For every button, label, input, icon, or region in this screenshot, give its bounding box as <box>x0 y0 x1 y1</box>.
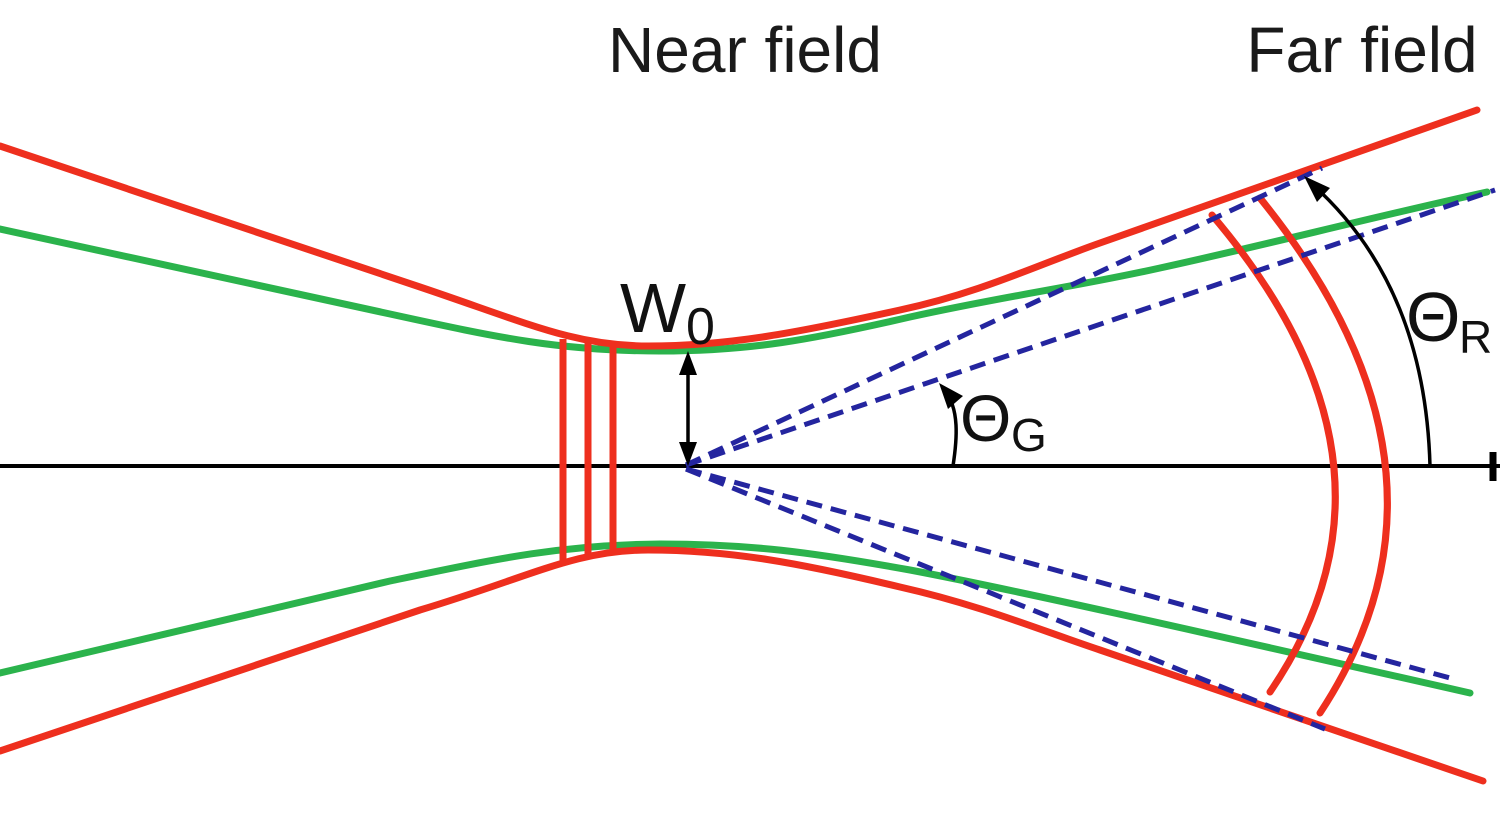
waist-size-arrow <box>679 351 697 466</box>
gaussian-envelope-top <box>0 188 1491 355</box>
theta-g-angle-arrow <box>939 383 963 467</box>
theta-r-arrowhead-icon <box>1304 176 1330 202</box>
real-asymptote-bottom <box>685 466 1326 732</box>
theta-r-symbol: Θ <box>1406 278 1460 356</box>
theta-r-subscript: R <box>1459 311 1492 363</box>
waist-label: W 0 <box>620 269 715 356</box>
waist-symbol: W <box>620 269 686 347</box>
spherical-wavefront-outer-arc <box>1256 194 1391 717</box>
planar-wavefronts <box>559 339 617 565</box>
theta-r-label: Θ R <box>1406 278 1492 363</box>
optical-axis-group <box>0 452 1500 481</box>
far-field-label: Far field <box>1246 14 1477 86</box>
real-envelope-bottom <box>0 546 1487 785</box>
theta-g-subscript: G <box>1011 409 1047 461</box>
theta-r-angle-arrow <box>1304 176 1432 467</box>
gaussian-envelope-bottom <box>0 540 1474 697</box>
theta-r-arc <box>1310 182 1432 467</box>
theta-g-arrowhead-icon <box>939 383 963 409</box>
real-beam-group <box>0 106 1487 785</box>
theta-g-symbol: Θ <box>960 381 1011 455</box>
near-field-label: Near field <box>608 14 882 86</box>
waist-arrowhead-down-icon <box>679 442 697 466</box>
real-asymptote-top <box>684 165 1324 468</box>
gaussian-asymptote-bottom <box>685 466 1451 681</box>
theta-g-label: Θ G <box>960 381 1047 461</box>
waist-arrowhead-up-icon <box>679 351 697 375</box>
waist-subscript: 0 <box>686 298 715 356</box>
real-envelope-top <box>0 106 1481 350</box>
spherical-wavefront-inner-arc <box>1208 211 1339 696</box>
